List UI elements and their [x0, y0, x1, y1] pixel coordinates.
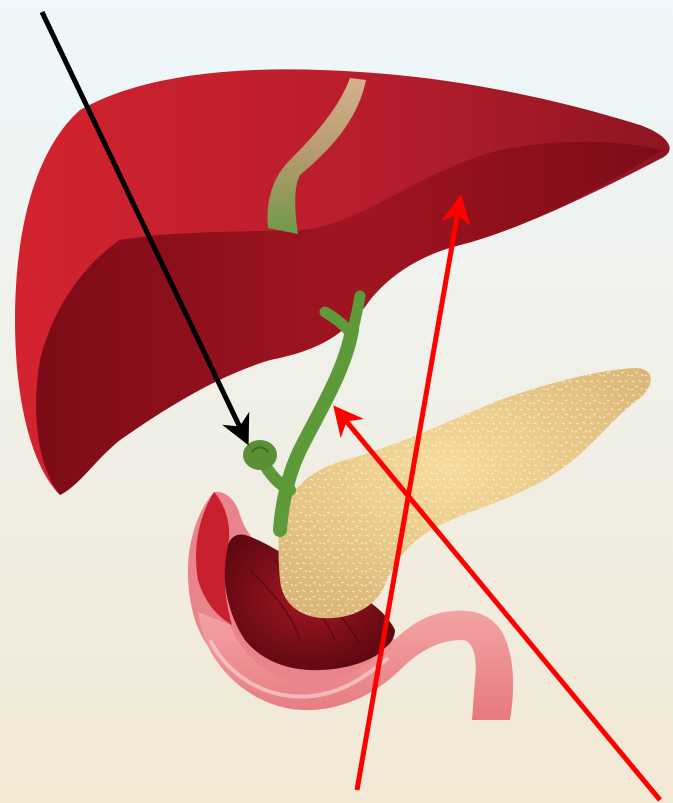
gallbladder [243, 440, 277, 470]
